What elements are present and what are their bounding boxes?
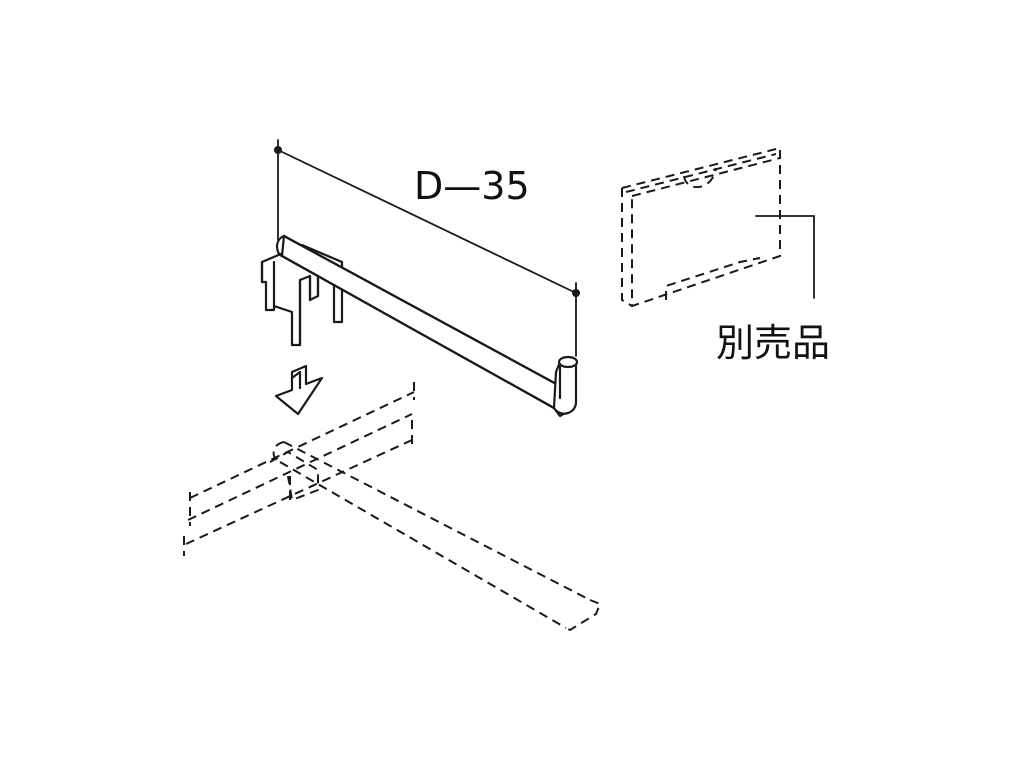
optional-part-label: 別売品 [716,321,830,365]
dashed-installed-hook [269,441,601,631]
dashed-label-holder [621,147,781,307]
dimension-endpoint-right [572,289,580,297]
down-arrow-icon [274,364,324,416]
dimension-label: D—35 [414,164,530,208]
leader-line [755,215,815,299]
hook-rod [275,234,579,418]
dashed-mounting-rail [183,382,415,556]
dimension-endpoint-left [274,146,282,154]
dimension-annotation: D—35 [274,139,580,357]
dimension-line [277,149,577,294]
display-hook [260,234,579,418]
optional-part-callout: 別売品 [716,215,830,365]
